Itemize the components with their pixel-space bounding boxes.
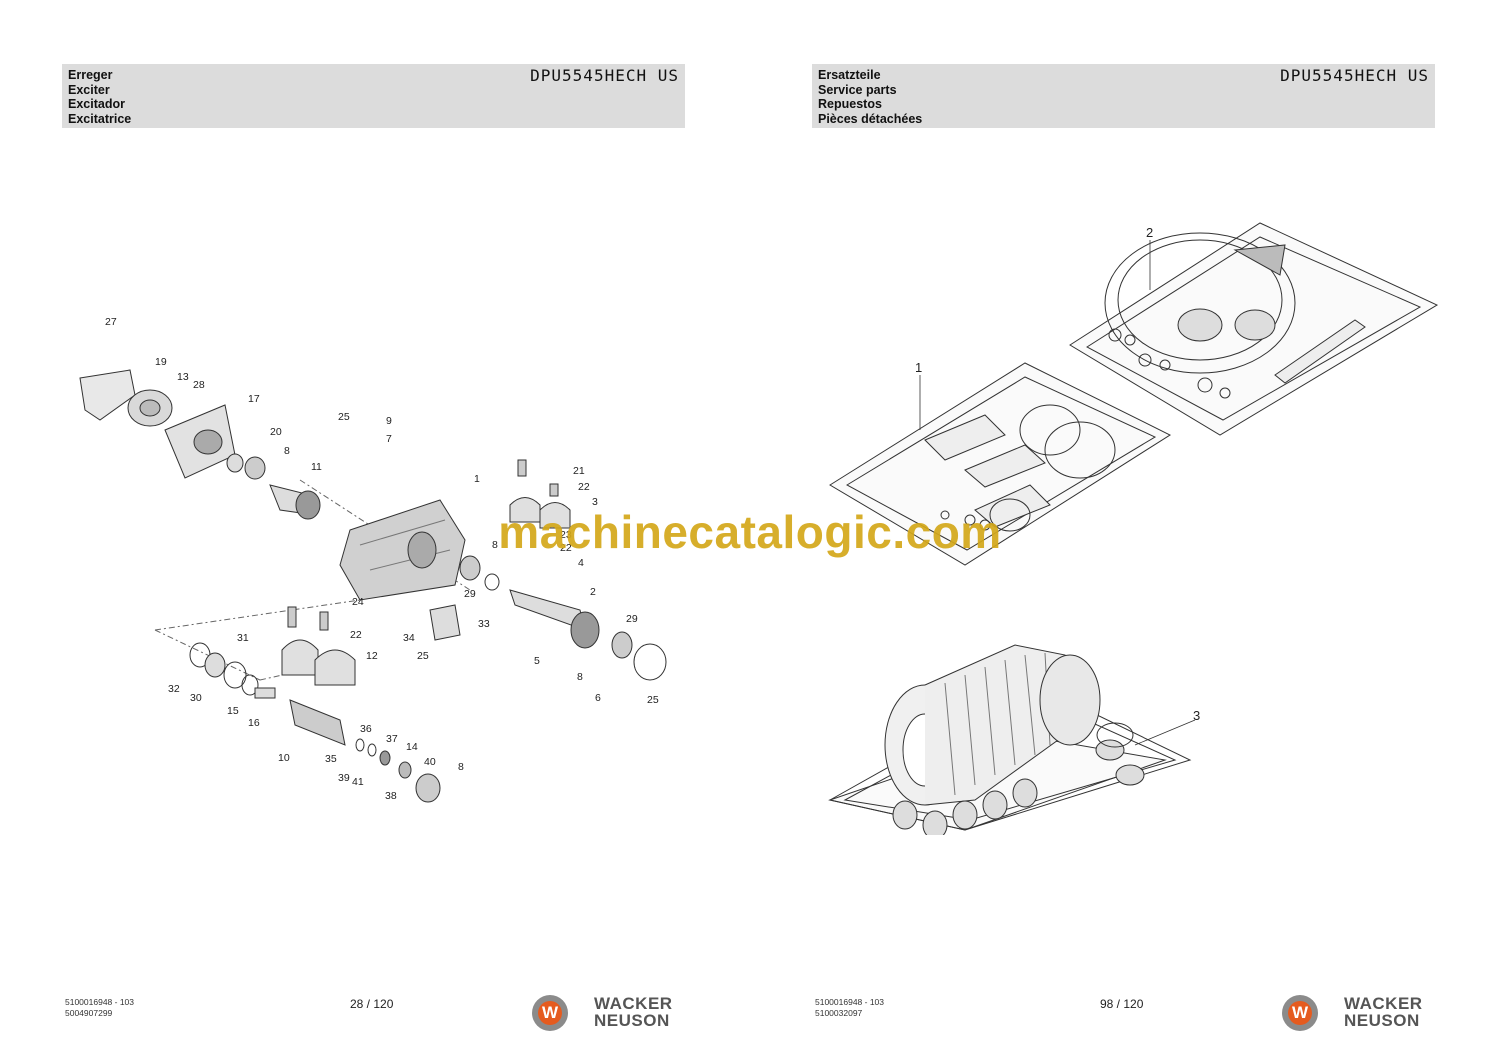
brand-wordmark: WACKER NEUSON bbox=[594, 994, 673, 1030]
callout-label: 11 bbox=[311, 461, 322, 473]
callout-label: 19 bbox=[155, 356, 167, 368]
callout-label: 6 bbox=[595, 692, 601, 704]
callout-label: 30 bbox=[190, 692, 202, 704]
left-footer-codes: 5100016948 - 103 5004907299 bbox=[65, 997, 134, 1018]
service-parts-kits-diagram: 1 2 3 bbox=[828, 222, 1439, 835]
callout-label: 2 bbox=[590, 586, 596, 598]
callout-label: 22 bbox=[560, 542, 572, 554]
right-brand-logo: W WACKER NEUSON bbox=[1282, 995, 1442, 1035]
header-title-fr: Pièces détachées bbox=[818, 111, 923, 126]
callout-label: 10 bbox=[278, 752, 290, 764]
callout-label: 22 bbox=[350, 629, 362, 641]
callout-label: 15 bbox=[227, 705, 239, 717]
callout-label: 1 bbox=[474, 473, 480, 485]
callout-label: 24 bbox=[352, 596, 364, 608]
callout-label: 22 bbox=[578, 481, 590, 493]
right-callout-labels: 1 2 3 bbox=[915, 225, 1200, 723]
callout-label: 9 bbox=[386, 415, 392, 427]
brand-mark-icon: W bbox=[1282, 995, 1318, 1031]
callout-label: 34 bbox=[403, 632, 415, 644]
left-header-titles: Erreger Exciter Excitador Excitatrice bbox=[68, 68, 131, 126]
callout-label: 14 bbox=[406, 741, 418, 753]
watermark-text: machinecatalogic.com bbox=[498, 506, 1002, 558]
right-footer-codes: 5100016948 - 103 5100032097 bbox=[815, 997, 884, 1018]
callout-label: 29 bbox=[626, 613, 638, 625]
callout-label: 8 bbox=[577, 671, 583, 683]
kit-callout-label: 2 bbox=[1146, 225, 1153, 240]
left-page-number: 28 / 120 bbox=[350, 997, 394, 1011]
callout-label: 39 bbox=[338, 772, 350, 784]
header-title-en: Exciter bbox=[68, 82, 110, 97]
header-title-de: Erreger bbox=[68, 68, 113, 82]
right-page-number: 98 / 120 bbox=[1100, 997, 1144, 1011]
callout-label: 29 bbox=[464, 588, 476, 600]
callout-label: 8 bbox=[284, 445, 290, 457]
callout-label: 5 bbox=[534, 655, 540, 667]
callout-label: 13 bbox=[177, 371, 189, 383]
right-page-header: Ersatzteile Service parts Repuestos Pièc… bbox=[812, 64, 1435, 128]
callout-label: 21 bbox=[573, 465, 585, 477]
callout-label: 40 bbox=[424, 756, 436, 768]
left-page-header: Erreger Exciter Excitador Excitatrice DP… bbox=[62, 64, 685, 128]
kit-callout-label: 1 bbox=[915, 360, 922, 375]
kit-callout-label: 3 bbox=[1193, 708, 1200, 723]
footer-part-number: 5004907299 bbox=[65, 1007, 113, 1018]
footer-doc-number: 5100016948 - 103 bbox=[815, 997, 885, 1007]
brand-wordmark: WACKER NEUSON bbox=[1344, 994, 1423, 1030]
callout-label: 25 bbox=[417, 650, 429, 662]
callout-label: 20 bbox=[270, 426, 282, 438]
left-brand-logo: W WACKER NEUSON bbox=[532, 995, 692, 1035]
callout-label: 4 bbox=[578, 557, 584, 569]
footer-part-number: 5100032097 bbox=[815, 1007, 863, 1018]
header-title-es: Excitador bbox=[68, 97, 125, 111]
callout-label: 16 bbox=[248, 717, 260, 729]
brand-mark-icon: W bbox=[532, 995, 568, 1031]
right-model-name: DPU5545HECH US bbox=[1280, 66, 1429, 85]
callout-label: 37 bbox=[386, 733, 398, 745]
header-title-en: Service parts bbox=[818, 82, 897, 97]
footer-doc-number: 5100016948 - 103 bbox=[65, 997, 135, 1007]
callout-label: 8 bbox=[492, 539, 498, 551]
header-title-fr: Excitatrice bbox=[68, 111, 132, 126]
callout-label: 27 bbox=[105, 316, 117, 328]
callout-label: 25 bbox=[647, 694, 659, 706]
callout-label: 25 bbox=[338, 411, 350, 423]
callout-label: 41 bbox=[352, 776, 364, 788]
left-model-name: DPU5545HECH US bbox=[530, 66, 679, 85]
callout-label: 23 bbox=[560, 529, 572, 541]
callout-label: 32 bbox=[168, 683, 180, 695]
callout-label: 36 bbox=[360, 723, 372, 735]
callout-label: 12 bbox=[366, 650, 378, 662]
callout-label: 38 bbox=[385, 790, 397, 802]
header-title-de: Ersatzteile bbox=[818, 68, 881, 82]
right-header-titles: Ersatzteile Service parts Repuestos Pièc… bbox=[818, 68, 922, 126]
callout-label: 17 bbox=[248, 393, 260, 405]
callout-label: 8 bbox=[458, 761, 464, 773]
callout-label: 35 bbox=[325, 753, 337, 765]
callout-label: 33 bbox=[478, 618, 490, 630]
callout-label: 3 bbox=[592, 496, 598, 508]
header-title-es: Repuestos bbox=[818, 97, 882, 111]
callout-label: 7 bbox=[386, 433, 392, 445]
callout-label: 28 bbox=[193, 379, 205, 391]
callout-label: 31 bbox=[237, 632, 249, 644]
